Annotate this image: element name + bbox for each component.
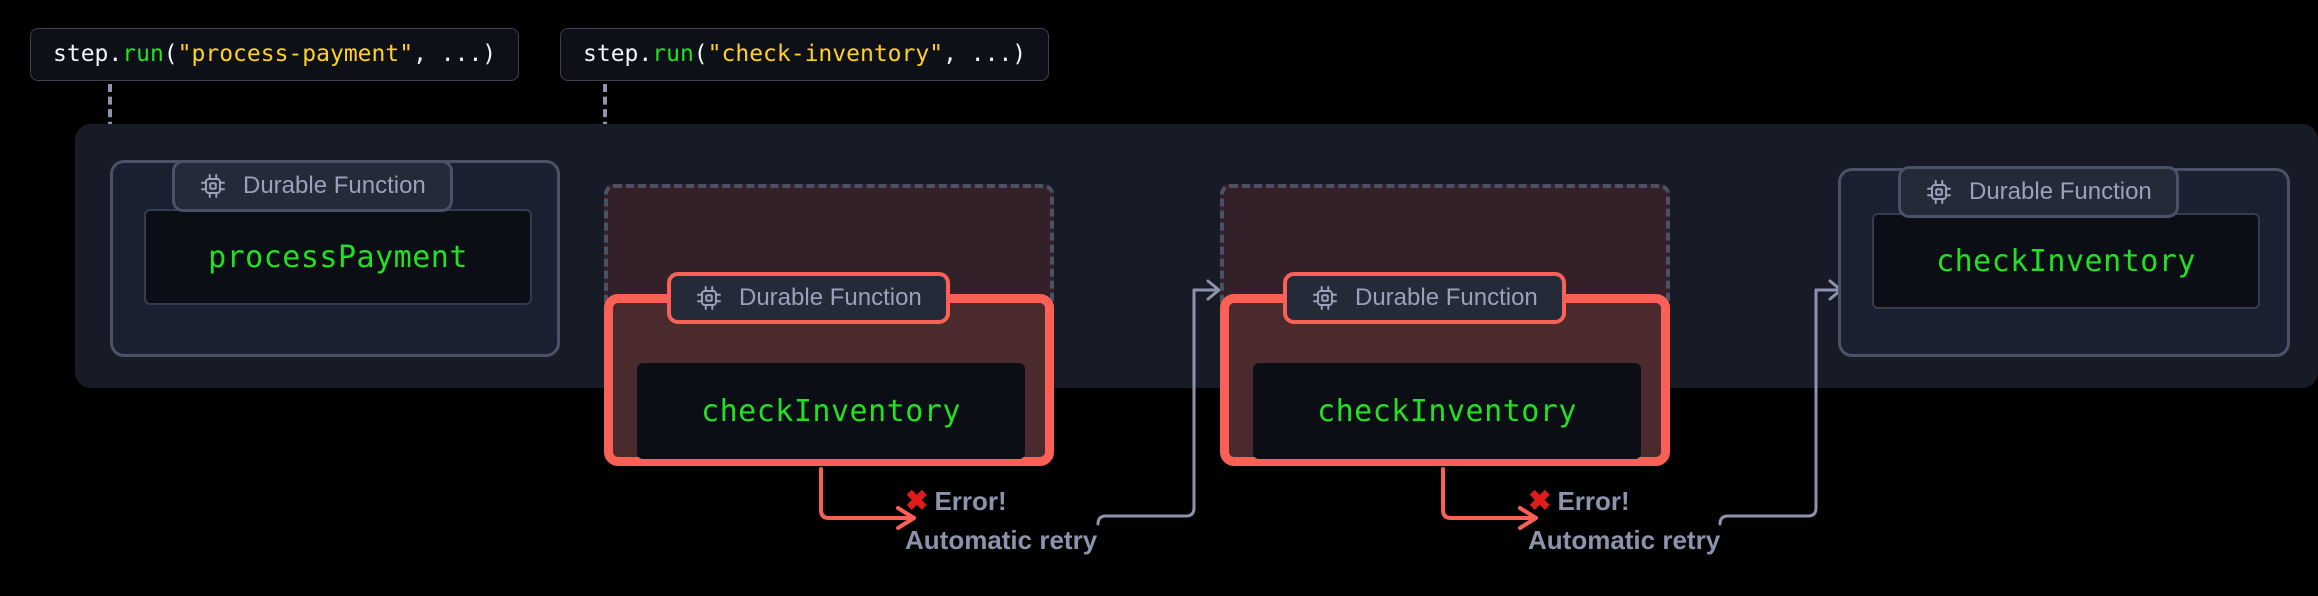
error-arrow-attempt-1 (819, 467, 916, 530)
error-line: ✖ Error! (1528, 487, 1720, 515)
code-label-process-payment: step.run("process-payment", ...) (30, 28, 520, 81)
function-name-check-inventory-1: checkInventory (701, 393, 961, 429)
retry-label-1: Automatic retry (905, 525, 1098, 555)
function-name-check-inventory-2: checkInventory (1317, 393, 1577, 429)
function-name-box-check-inventory-1: checkInventory (637, 363, 1025, 459)
badge-durable-function-step-3: Durable Function (1283, 272, 1566, 324)
error-label-2: Error! (1557, 486, 1630, 516)
code-token-string: "process-payment" (177, 41, 414, 67)
badge-durable-function-step-2: Durable Function (667, 272, 950, 324)
function-name-box-process-payment: processPayment (144, 209, 532, 305)
cpu-chip-icon (1311, 284, 1339, 312)
function-name-box-check-inventory-2: checkInventory (1253, 363, 1641, 459)
cpu-chip-icon (199, 172, 227, 200)
code-token-rest: , ...) (943, 41, 1027, 67)
code-label-check-inventory: step.run("check-inventory", ...) (560, 28, 1050, 81)
function-name-process-payment: processPayment (208, 239, 468, 275)
badge-label-step-4: Durable Function (1969, 178, 2152, 205)
badge-durable-function-step-1: Durable Function (172, 160, 453, 212)
function-name-box-check-inventory-success: checkInventory (1872, 213, 2260, 309)
code-token-rest: , ...) (413, 41, 497, 67)
code-token-function: run (122, 41, 164, 67)
code-token-paren: ( (163, 41, 178, 67)
error-arrow-attempt-2 (1441, 467, 1538, 530)
error-line: ✖ Error! (905, 487, 1097, 515)
code-token-prefix: step. (583, 41, 653, 67)
code-token-paren: ( (693, 41, 708, 67)
badge-label-step-3: Durable Function (1355, 284, 1538, 311)
error-x-icon: ✖ (905, 485, 929, 516)
cpu-chip-icon (1925, 178, 1953, 206)
code-token-function: run (652, 41, 694, 67)
retry-arrow-attempt-1 (1096, 279, 1221, 526)
retry-arrow-attempt-2 (1718, 279, 1843, 526)
cpu-chip-icon (695, 284, 723, 312)
error-annotation-attempt-2: ✖ Error! Automatic retry (1528, 487, 1721, 555)
error-x-icon: ✖ (1528, 485, 1552, 516)
error-annotation-attempt-1: ✖ Error! Automatic retry (905, 487, 1098, 555)
function-name-check-inventory-success: checkInventory (1936, 243, 2196, 279)
retry-label-2: Automatic retry (1528, 525, 1721, 555)
badge-label-step-1: Durable Function (243, 172, 426, 199)
badge-label-step-2: Durable Function (739, 284, 922, 311)
error-label-1: Error! (934, 486, 1007, 516)
badge-durable-function-step-4: Durable Function (1898, 166, 2179, 218)
code-token-string: "check-inventory" (707, 41, 944, 67)
code-token-prefix: step. (53, 41, 123, 67)
